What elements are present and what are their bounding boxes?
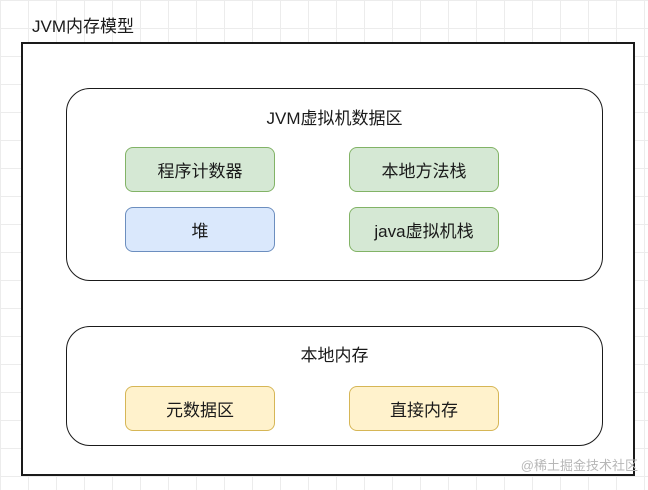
native-memory-label: 本地内存 bbox=[300, 346, 369, 365]
java-vm-stack-box: java虚拟机栈 bbox=[349, 207, 499, 252]
metaspace-box: 元数据区 bbox=[125, 386, 275, 431]
diagram-title: JVM内存模型 bbox=[32, 17, 134, 36]
jvm-data-area-label: JVM虚拟机数据区 bbox=[266, 109, 403, 128]
native-method-stack-box: 本地方法栈 bbox=[349, 147, 499, 192]
direct-memory-box: 直接内存 bbox=[349, 386, 499, 431]
watermark: @稀土掘金技术社区 bbox=[520, 458, 638, 473]
program-counter-box: 程序计数器 bbox=[125, 147, 275, 192]
heap-box: 堆 bbox=[125, 207, 275, 252]
